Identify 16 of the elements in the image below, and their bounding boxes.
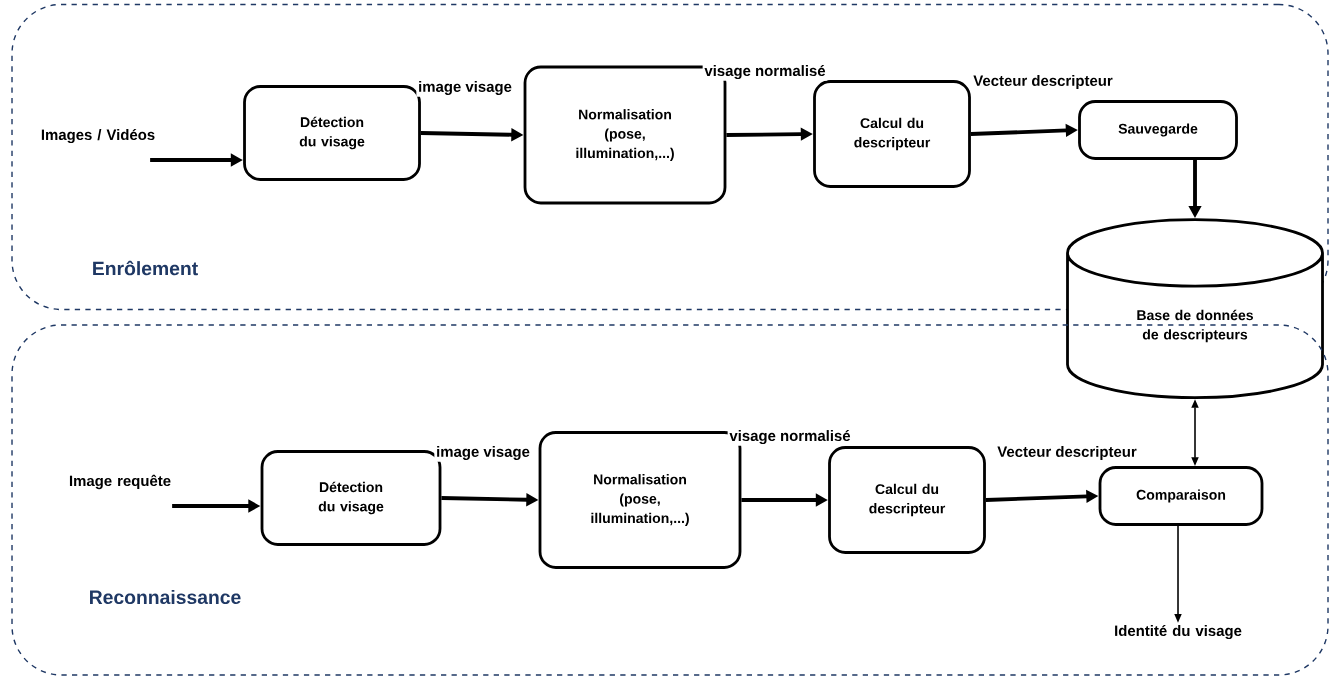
process-box: Calcul du descripteur: [813, 80, 971, 188]
edge-label: visage normalisé: [702, 63, 828, 81]
text-label: Image requête: [69, 474, 171, 490]
edge-label: Vecteur descripteur: [971, 73, 1115, 91]
edge-label: visage normalisé: [727, 428, 853, 446]
process-box: Calcul du descripteur: [828, 446, 986, 554]
edge-label: Vecteur descripteur: [995, 444, 1139, 462]
section-heading: Enrôlement: [93, 260, 198, 276]
edge-label: image visage: [434, 444, 532, 462]
edge-label: image visage: [416, 79, 514, 97]
process-box: Comparaison: [1098, 466, 1264, 526]
text-label: Images / Vidéos: [41, 128, 155, 144]
text-label: Identité du visage: [1115, 624, 1242, 640]
section-heading: Reconnaissance: [90, 589, 241, 605]
database-cylinder: Base de données de descripteurs: [1066, 218, 1324, 400]
process-box: Sauvegarde: [1078, 100, 1238, 160]
